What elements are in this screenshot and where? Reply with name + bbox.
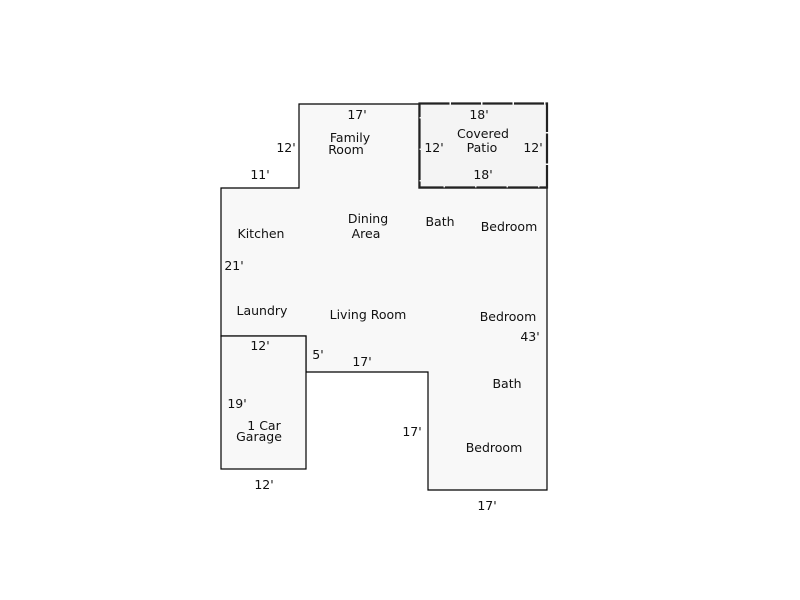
dim-garage-top: 12' bbox=[250, 338, 269, 353]
room-label-bedroom-3: Bedroom bbox=[466, 440, 523, 455]
dim-garage-side: 19' bbox=[227, 396, 246, 411]
patio-outline bbox=[418, 102, 549, 189]
room-label-family-1: Family bbox=[330, 130, 371, 145]
room-label-bedroom-2: Bedroom bbox=[480, 309, 537, 324]
room-label-garage-2: Garage bbox=[236, 429, 282, 444]
dim-left-wall: 21' bbox=[224, 258, 243, 273]
dim-wing-bottom: 17' bbox=[477, 498, 496, 513]
room-label-dining-2: Area bbox=[352, 226, 381, 241]
dim-right-wall: 43' bbox=[520, 329, 539, 344]
room-label-garage-1: 1 Car bbox=[247, 418, 281, 433]
dim-kitchen-top: 11' bbox=[250, 167, 269, 182]
room-label-patio-1: Covered bbox=[457, 126, 509, 141]
room-label-bath-2: Bath bbox=[492, 376, 521, 391]
room-label-bath-1: Bath bbox=[425, 214, 454, 229]
room-label-family-2: Room bbox=[328, 142, 364, 157]
dim-patio-bottom: 18' bbox=[473, 167, 492, 182]
dim-patio-top: 18' bbox=[469, 107, 488, 122]
room-label-kitchen: Kitchen bbox=[238, 226, 285, 241]
dim-garage-bottom: 12' bbox=[254, 477, 273, 492]
dim-patio-right: 12' bbox=[523, 140, 542, 155]
room-label-laundry: Laundry bbox=[237, 303, 289, 318]
room-label-patio-2: Patio bbox=[467, 140, 498, 155]
room-label-bedroom-1: Bedroom bbox=[481, 219, 538, 234]
dim-family-top: 17' bbox=[347, 107, 366, 122]
room-label-living: Living Room bbox=[330, 307, 407, 322]
garage-outline bbox=[220, 335, 307, 470]
dim-notch-top: 17' bbox=[352, 354, 371, 369]
dim-wing-left: 17' bbox=[402, 424, 421, 439]
dim-patio-left: 12' bbox=[424, 140, 443, 155]
room-label-dining-1: Dining bbox=[348, 211, 388, 226]
dim-family-left: 12' bbox=[276, 140, 295, 155]
dim-notch-side: 5' bbox=[312, 347, 323, 362]
